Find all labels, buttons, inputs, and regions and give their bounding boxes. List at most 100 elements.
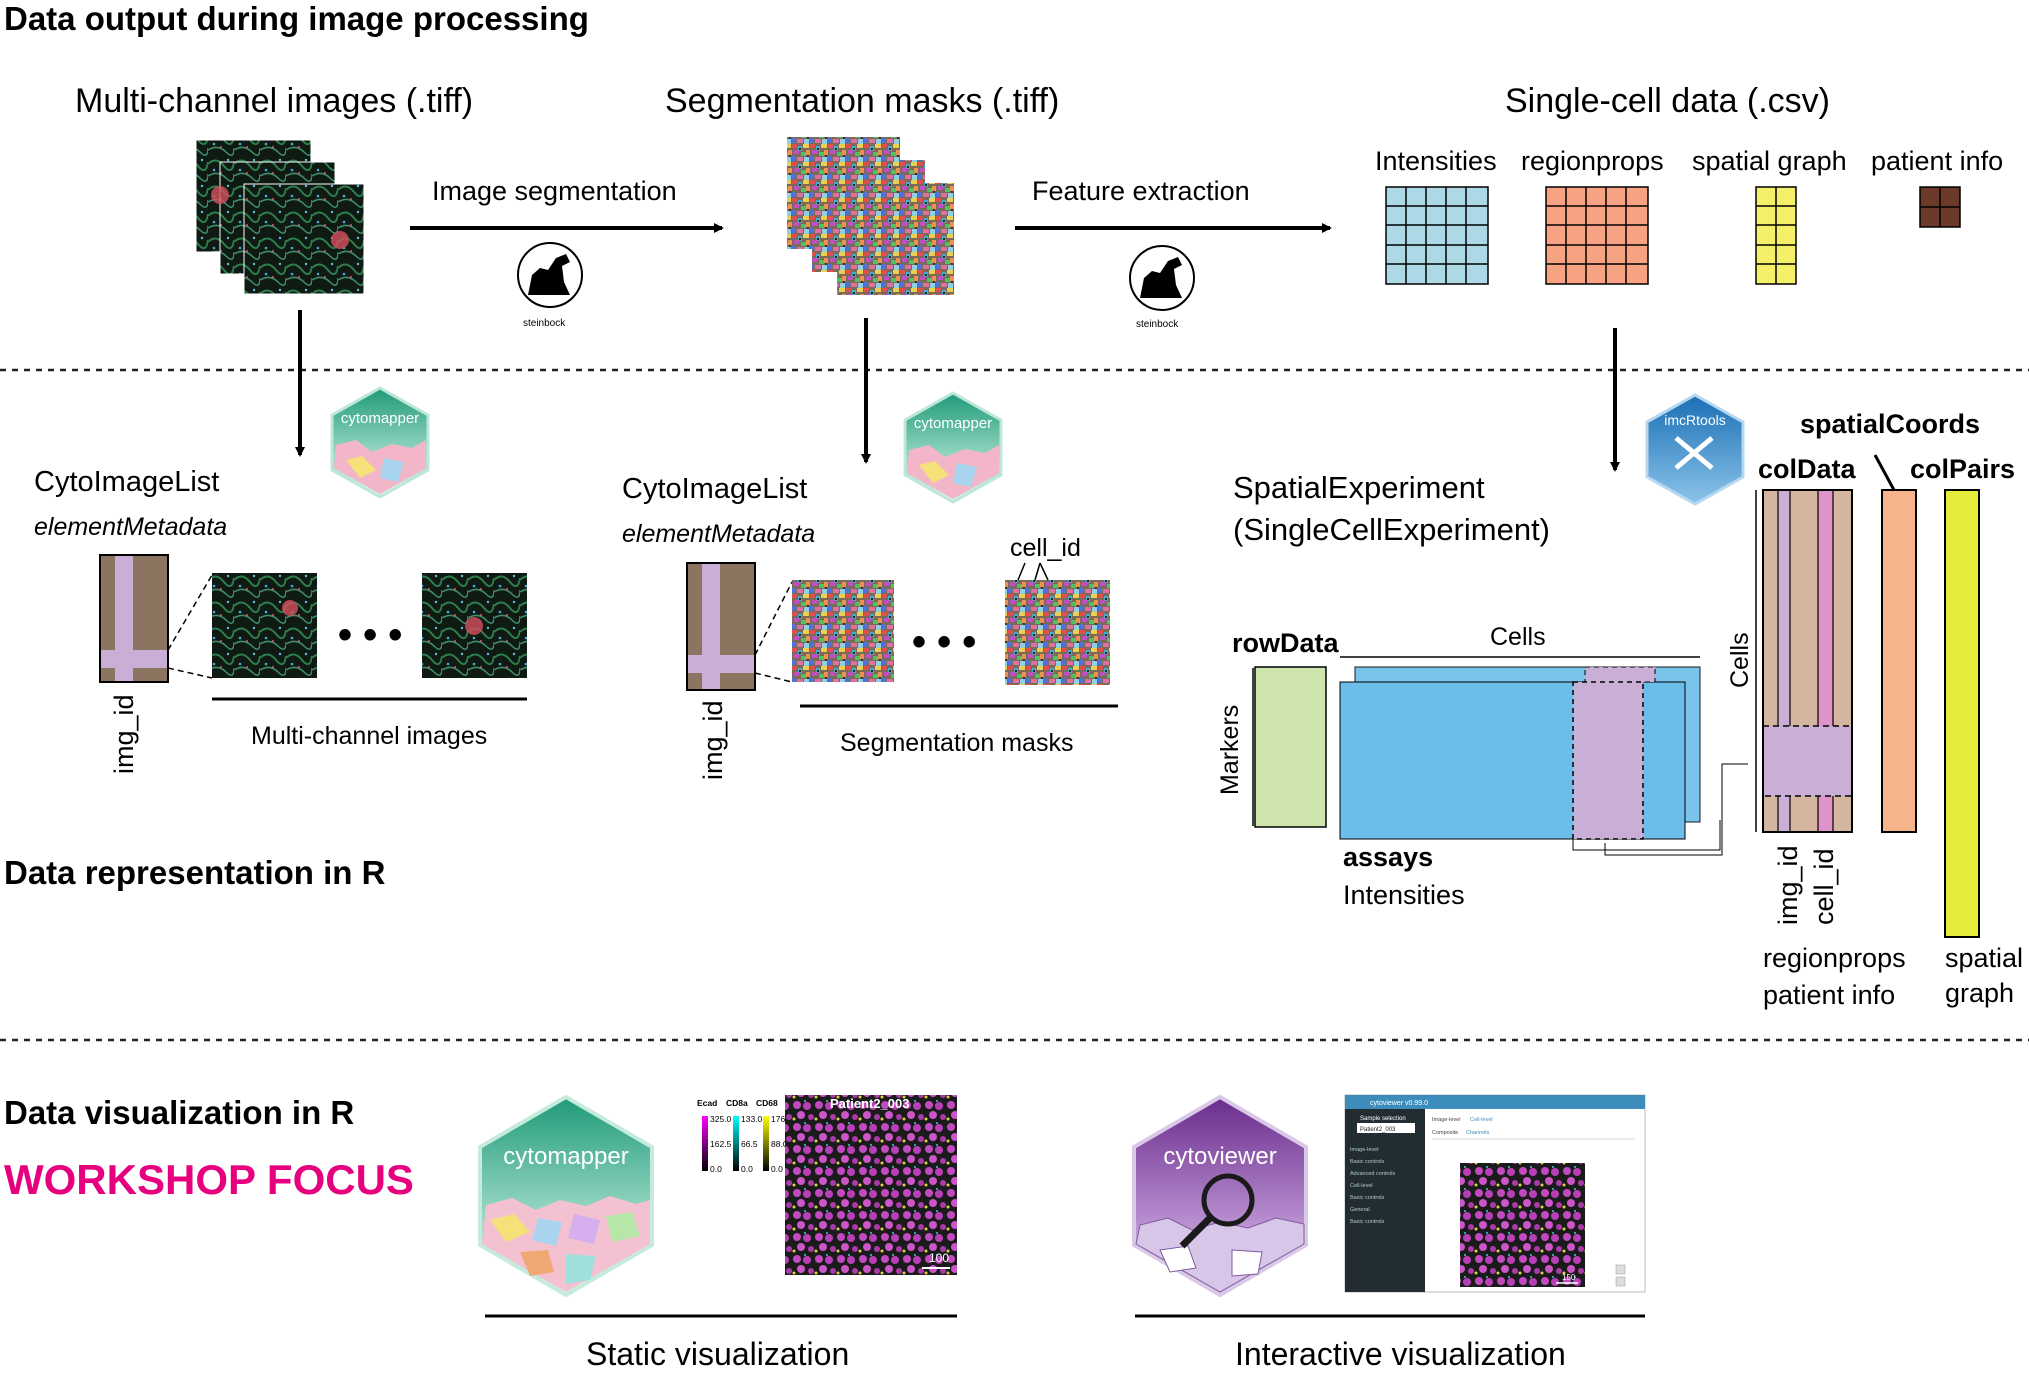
assays-intensities-label: Intensities xyxy=(1343,880,1465,910)
spatialcoords-box xyxy=(1881,489,1917,833)
cytoviewer-app-screenshot: cytoviewer v0.99.0 Sample selection Pati… xyxy=(1344,1094,1646,1293)
section-title-representation: Data representation in R xyxy=(4,854,386,891)
spatialcoords-label: spatialCoords xyxy=(1800,409,1980,439)
app-sidebar-item-5: Basic controls xyxy=(1350,1195,1384,1201)
assay-stack xyxy=(1339,666,1701,840)
assay-bracket xyxy=(1572,820,1721,851)
cells-side-label: Cells xyxy=(1726,632,1754,688)
app-subtab-channels: Channels xyxy=(1466,1130,1489,1136)
section-title-processing: Data output during image processing xyxy=(4,0,589,37)
image-thumbnail-1-hotspot xyxy=(282,600,298,616)
assay-to-coldata-connector xyxy=(1604,763,1748,856)
caption-images: Multi-channel images xyxy=(251,722,487,750)
spe-title-line2: (SingleCellExperiment) xyxy=(1233,512,1550,547)
static-image-title: Patient2_003 xyxy=(830,1096,910,1111)
element-metadata-images: elementMetadata xyxy=(34,513,227,541)
feature-extraction-label: Feature extraction xyxy=(1032,176,1250,206)
zoom-line-bottom-masks xyxy=(754,672,793,683)
spe-title-line1: SpatialExperiment xyxy=(1233,470,1485,505)
patient-info-table-icon xyxy=(1919,186,1961,228)
spatialcoords-pointer xyxy=(1873,454,1896,491)
app-sample-selection: Sample selection xyxy=(1360,1116,1406,1122)
regionprops-caption: regionprops xyxy=(1763,943,1906,973)
interactive-visualization-caption: Interactive visualization xyxy=(1235,1336,1566,1372)
steinbock-label-1: steinbock xyxy=(523,318,566,329)
legend-marker-cd8a: CD8a xyxy=(726,1098,748,1108)
legend-top-ecad: 325.0 xyxy=(710,1114,732,1124)
zoom-line-top-masks xyxy=(754,581,793,656)
cytomapper-hex-large: cytomapper xyxy=(478,1094,654,1298)
imcrtools-hex: imcRtools xyxy=(1645,393,1745,506)
legend-mid-cd68: 88.05 xyxy=(771,1139,793,1149)
colpairs-box xyxy=(1944,489,1980,938)
legend-mid-cd8a: 66.5 xyxy=(741,1139,758,1149)
legend-bottom-cd68: 0.0 xyxy=(771,1164,783,1174)
caption-masks: Segmentation masks xyxy=(840,729,1073,757)
coldata-label: colData xyxy=(1758,454,1857,484)
img-id-label-images: img_id xyxy=(109,694,139,774)
app-sidebar-item-2: Basic controls xyxy=(1350,1159,1384,1165)
app-sidebar-item-4: Cell-level xyxy=(1350,1183,1373,1189)
coldata-table xyxy=(1762,489,1853,833)
steinbock-label-2: steinbock xyxy=(1136,319,1179,330)
app-tab-cell-level: Cell-level xyxy=(1470,1117,1493,1123)
static-image-panel xyxy=(785,1095,957,1275)
cytoviewer-hex-label: cytoviewer xyxy=(1163,1143,1276,1170)
zoom-line-top-images xyxy=(167,574,213,651)
app-subtab-composite: Composite xyxy=(1432,1130,1458,1136)
ellipsis-masks: • • • xyxy=(912,620,976,664)
imcrtools-hex-label: imcRtools xyxy=(1664,412,1725,428)
segmentation-mask-stack xyxy=(787,137,954,295)
colpairs-label: colPairs xyxy=(1910,454,2015,484)
regionprops-table-icon xyxy=(1545,186,1649,285)
table-label-patient-info: patient info xyxy=(1871,146,2003,176)
app-sidebar-item-1: Image-level xyxy=(1350,1147,1378,1153)
assays-label: assays xyxy=(1343,842,1433,872)
table-label-intensities: Intensities xyxy=(1375,146,1497,176)
spatial-graph-table-icon xyxy=(1755,186,1797,285)
spatial-graph-caption-line1: spatial xyxy=(1945,943,2023,973)
multichannel-images-title: Multi-channel images (.tiff) xyxy=(75,82,473,120)
coldata-img-id-label: img_id xyxy=(1773,845,1803,925)
image-thumbnail-1 xyxy=(212,573,317,678)
element-metadata-table-images xyxy=(99,554,169,683)
app-tab-image-level: Image-level xyxy=(1432,1117,1460,1123)
image-segmentation-label: Image segmentation xyxy=(432,176,677,206)
app-sample-value: Patient2_003 xyxy=(1360,1127,1396,1133)
intensities-table-icon xyxy=(1385,186,1489,285)
element-metadata-table-masks xyxy=(686,562,756,691)
cytoimagelist-title-masks: CytoImageList xyxy=(622,473,807,505)
legend-mid-ecad: 162.5 xyxy=(710,1139,732,1149)
table-label-spatial-graph: spatial graph xyxy=(1692,146,1847,176)
mask-thumbnail-2 xyxy=(1005,580,1110,685)
app-sidebar-item-7: Basic controls xyxy=(1350,1219,1384,1225)
app-sidebar-item-3: Advanced controls xyxy=(1350,1171,1395,1177)
app-sidebar-item-6: General xyxy=(1350,1207,1370,1213)
markers-label: Markers xyxy=(1216,705,1244,795)
app-scalebar-label: 150 xyxy=(1562,1273,1576,1282)
patient-info-caption: patient info xyxy=(1763,980,1895,1010)
cells-top-label: Cells xyxy=(1490,623,1546,651)
rowdata-label: rowData xyxy=(1232,628,1340,658)
image-thumbnail-2-hotspot xyxy=(465,617,483,635)
legend-top-cd68: 176.1 xyxy=(771,1114,793,1124)
steinbock-logo-2: steinbock xyxy=(1129,245,1195,330)
legend-marker-ecad: Ecad xyxy=(697,1098,717,1108)
section-title-visualization: Data visualization in R xyxy=(4,1094,354,1131)
cell-id-label-masks: cell_id xyxy=(1010,534,1081,562)
multichannel-image-stack xyxy=(195,139,365,295)
table-label-regionprops: regionprops xyxy=(1521,146,1664,176)
static-visualization-caption: Static visualization xyxy=(586,1336,849,1372)
steinbock-logo-1: steinbock xyxy=(517,242,583,329)
legend-top-cd8a: 133.0 xyxy=(741,1114,763,1124)
single-cell-data-title: Single-cell data (.csv) xyxy=(1505,82,1830,120)
cytoimagelist-title-images: CytoImageList xyxy=(34,466,219,498)
cytoviewer-hex: cytoviewer xyxy=(1132,1094,1308,1298)
zoom-line-bottom-images xyxy=(167,667,213,679)
cytomapper-hex-large-label: cytomapper xyxy=(503,1143,628,1170)
legend-bottom-ecad: 0.0 xyxy=(710,1164,722,1174)
cytomapper-hex-1: cytomapper xyxy=(330,386,430,499)
legend-bottom-cd8a: 0.0 xyxy=(741,1164,753,1174)
spatial-graph-caption-line2: graph xyxy=(1945,978,2014,1008)
legend-marker-cd68: CD68 xyxy=(756,1098,778,1108)
